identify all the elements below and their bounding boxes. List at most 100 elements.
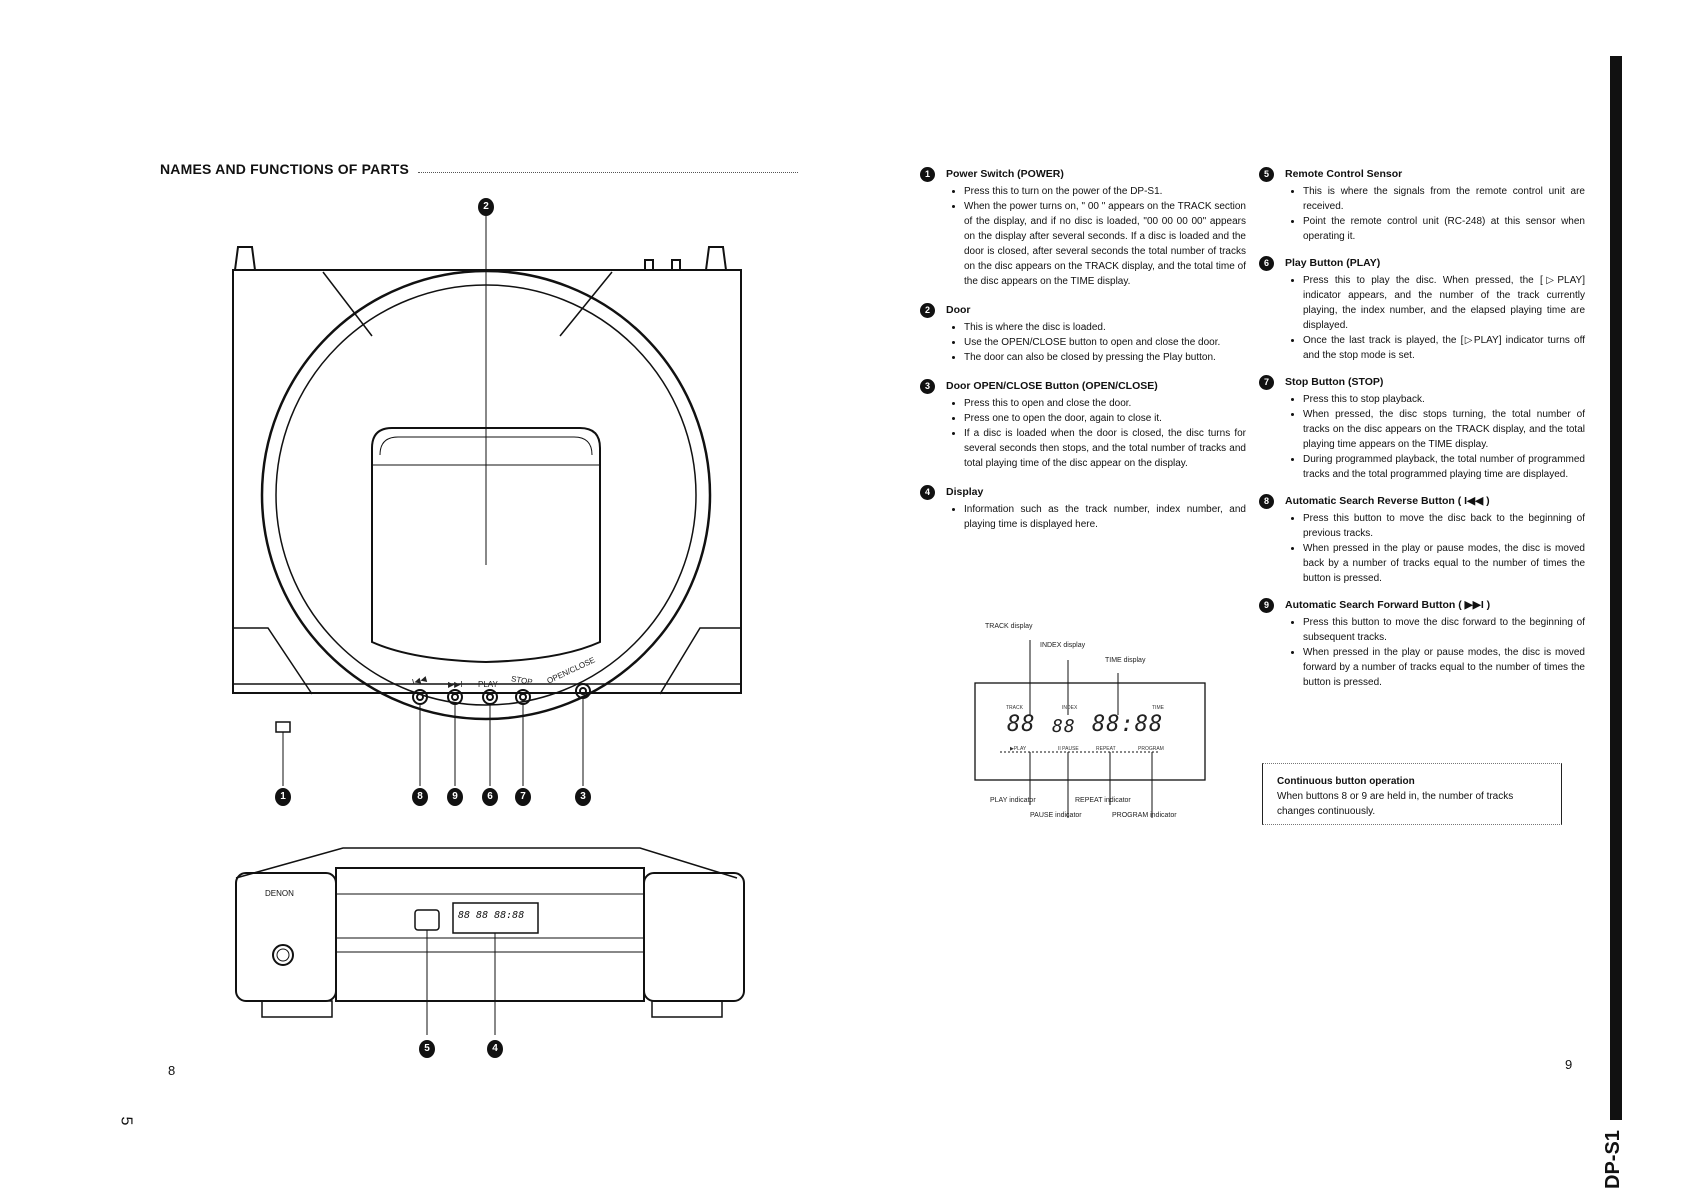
label-track-display: TRACK display — [985, 623, 1033, 630]
bullet-list: Information such as the track number, in… — [946, 502, 1246, 532]
lcd-play-text: ▶PLAY — [1010, 746, 1027, 752]
lcd-pause-text: II PAUSE — [1058, 746, 1079, 752]
bullet-item: Once the last track is played, the [▷PLA… — [1303, 333, 1585, 363]
text-column-left: 1 Power Switch (POWER) Press this to turn … — [920, 167, 1246, 544]
lcd-program-text: PROGRAM — [1138, 746, 1164, 752]
callout-remote-sensor: 5 — [419, 1040, 435, 1058]
bullet-list: This is where the signals from the remot… — [1285, 184, 1585, 244]
callout-stop: 7 — [515, 788, 531, 806]
text-column-right: 5 Remote Control SensorThis is where the … — [1259, 167, 1585, 702]
section-number-badge: 3 — [920, 379, 935, 394]
binding-sidebar — [1610, 56, 1622, 1186]
section-title: 2 Door — [920, 303, 1246, 318]
bullet-item: Press one to open the door, again to clo… — [964, 411, 1246, 426]
parts-section: 4DisplayInformation such as the track nu… — [920, 485, 1246, 532]
lcd-index-digits: 88 — [1052, 716, 1076, 737]
section-title-text: Display — [946, 486, 984, 498]
continuous-title: Continuous button operation — [1277, 776, 1415, 787]
continuous-text: When buttons 8 or 9 are held in, the num… — [1277, 791, 1514, 817]
section-title-text: Stop Button (STOP) — [1285, 376, 1384, 388]
lcd-time-digits: 88:88 — [1092, 712, 1164, 737]
page-number-left: 8 — [168, 1063, 176, 1078]
label-pause-indicator: PAUSE indicator — [1030, 812, 1082, 819]
section-number-badge: 5 — [1259, 167, 1274, 182]
parts-section: 6 Play Button (PLAY) Press this to play th… — [1259, 256, 1585, 363]
bullet-item: Information such as the track number, in… — [964, 502, 1246, 532]
bullet-item: When pressed in the play or pause modes,… — [1303, 541, 1585, 586]
section-number-badge: 2 — [920, 303, 935, 318]
callout-play: 6 — [482, 788, 498, 806]
btn-label-forward: ▶▶I — [448, 680, 463, 689]
lcd-track-digits: 88 — [1007, 712, 1036, 737]
parts-section: 1 Power Switch (POWER) Press this to turn … — [920, 167, 1246, 289]
bullet-list: Press this to open and close the door.Pr… — [946, 396, 1246, 471]
btn-label-play: PLAY — [478, 680, 498, 689]
lcd-index-text: INDEX — [1062, 705, 1078, 711]
section-title: 3 Door OPEN/CLOSE Button (OPEN/CLOSE) — [920, 379, 1246, 394]
label-play-indicator: PLAY indicator — [990, 797, 1036, 804]
lcd-track-text: TRACK — [1006, 705, 1023, 711]
bullet-item: Press this button to move the disc forwa… — [1303, 615, 1585, 645]
door-window — [371, 427, 601, 664]
section-heading: NAMES AND FUNCTIONS OF PARTS — [160, 161, 410, 177]
section-title-text: Door OPEN/CLOSE Button (OPEN/CLOSE) — [946, 380, 1158, 392]
parts-section: 3 Door OPEN/CLOSE Button (OPEN/CLOSE) Pres… — [920, 379, 1246, 471]
bullet-item: When the power turns on, " 00 " appears … — [964, 199, 1246, 289]
bullet-item: The door can also be closed by pressing … — [964, 350, 1246, 365]
parts-section: 2 DoorThis is where the disc is loaded.Us… — [920, 303, 1246, 365]
label-program-indicator: PROGRAM indicator — [1112, 812, 1177, 819]
model-side-label: DP-S1 — [1602, 1120, 1630, 1200]
heading-rule — [418, 172, 798, 173]
section-title: 6 Play Button (PLAY) — [1259, 256, 1585, 271]
label-repeat-indicator: REPEAT indicator — [1075, 797, 1131, 804]
lcd-time-text: TIME — [1152, 705, 1164, 711]
callout-open-close: 3 — [575, 788, 591, 806]
bullet-item: Use the OPEN/CLOSE button to open and cl… — [964, 335, 1246, 350]
bullet-item: Press this to stop playback. — [1303, 392, 1585, 407]
bullet-item: If a disc is loaded when the door is clo… — [964, 426, 1246, 471]
bullet-item: Point the remote control unit (RC-248) a… — [1303, 214, 1585, 244]
lcd-repeat-text: REPEAT — [1096, 746, 1116, 752]
section-title: 5 Remote Control Sensor — [1259, 167, 1585, 182]
label-index-display: INDEX display — [1040, 642, 1086, 649]
front-display-digits: 88 88 88:88 — [458, 910, 525, 921]
bullet-item: Press this to turn on the power of the D… — [964, 184, 1246, 199]
page-number-right: 9 — [1565, 1057, 1573, 1072]
bullet-item: During programmed playback, the total nu… — [1303, 452, 1585, 482]
section-number-badge: 7 — [1259, 375, 1274, 390]
section-number-badge: 1 — [920, 167, 935, 182]
section-number-badge: 6 — [1259, 256, 1274, 271]
bullet-list: Press this to stop playback.When pressed… — [1285, 392, 1585, 482]
section-title-text: Remote Control Sensor — [1285, 168, 1403, 180]
callout-display: 4 — [487, 1040, 503, 1058]
callout-reverse: 8 — [412, 788, 428, 806]
section-title: 1 Power Switch (POWER) — [920, 167, 1246, 182]
bullet-list: Press this to play the disc. When presse… — [1285, 273, 1585, 363]
bullet-item: This is where the disc is loaded. — [964, 320, 1246, 335]
front-center — [335, 867, 645, 1002]
margin-number: 5 — [117, 1116, 135, 1126]
lcd-outline — [974, 682, 1206, 781]
parts-section: 7 Stop Button (STOP) Press this to stop pl… — [1259, 375, 1585, 482]
bullet-list: Press this button to move the disc back … — [1285, 511, 1585, 586]
continuous-operation-box: Continuous button operation When buttons… — [1262, 763, 1562, 825]
section-number-badge: 8 — [1259, 494, 1274, 509]
bullet-list: This is where the disc is loaded.Use the… — [946, 320, 1246, 365]
front-right-panel — [643, 872, 745, 1002]
brand-logo-text: DENON — [265, 889, 294, 898]
bullet-item: When pressed, the disc stops turning, th… — [1303, 407, 1585, 452]
section-title-text: Door — [946, 304, 971, 316]
bullet-item: When pressed in the play or pause modes,… — [1303, 645, 1585, 690]
callout-door: 2 — [478, 198, 494, 216]
bullet-item: This is where the signals from the remot… — [1303, 184, 1585, 214]
section-title-text: Play Button (PLAY) — [1285, 257, 1381, 269]
callout-forward: 9 — [447, 788, 463, 806]
section-title-text: Power Switch (POWER) — [946, 168, 1064, 180]
bullet-list: Press this button to move the disc forwa… — [1285, 615, 1585, 690]
callout-power: 1 — [275, 788, 291, 806]
